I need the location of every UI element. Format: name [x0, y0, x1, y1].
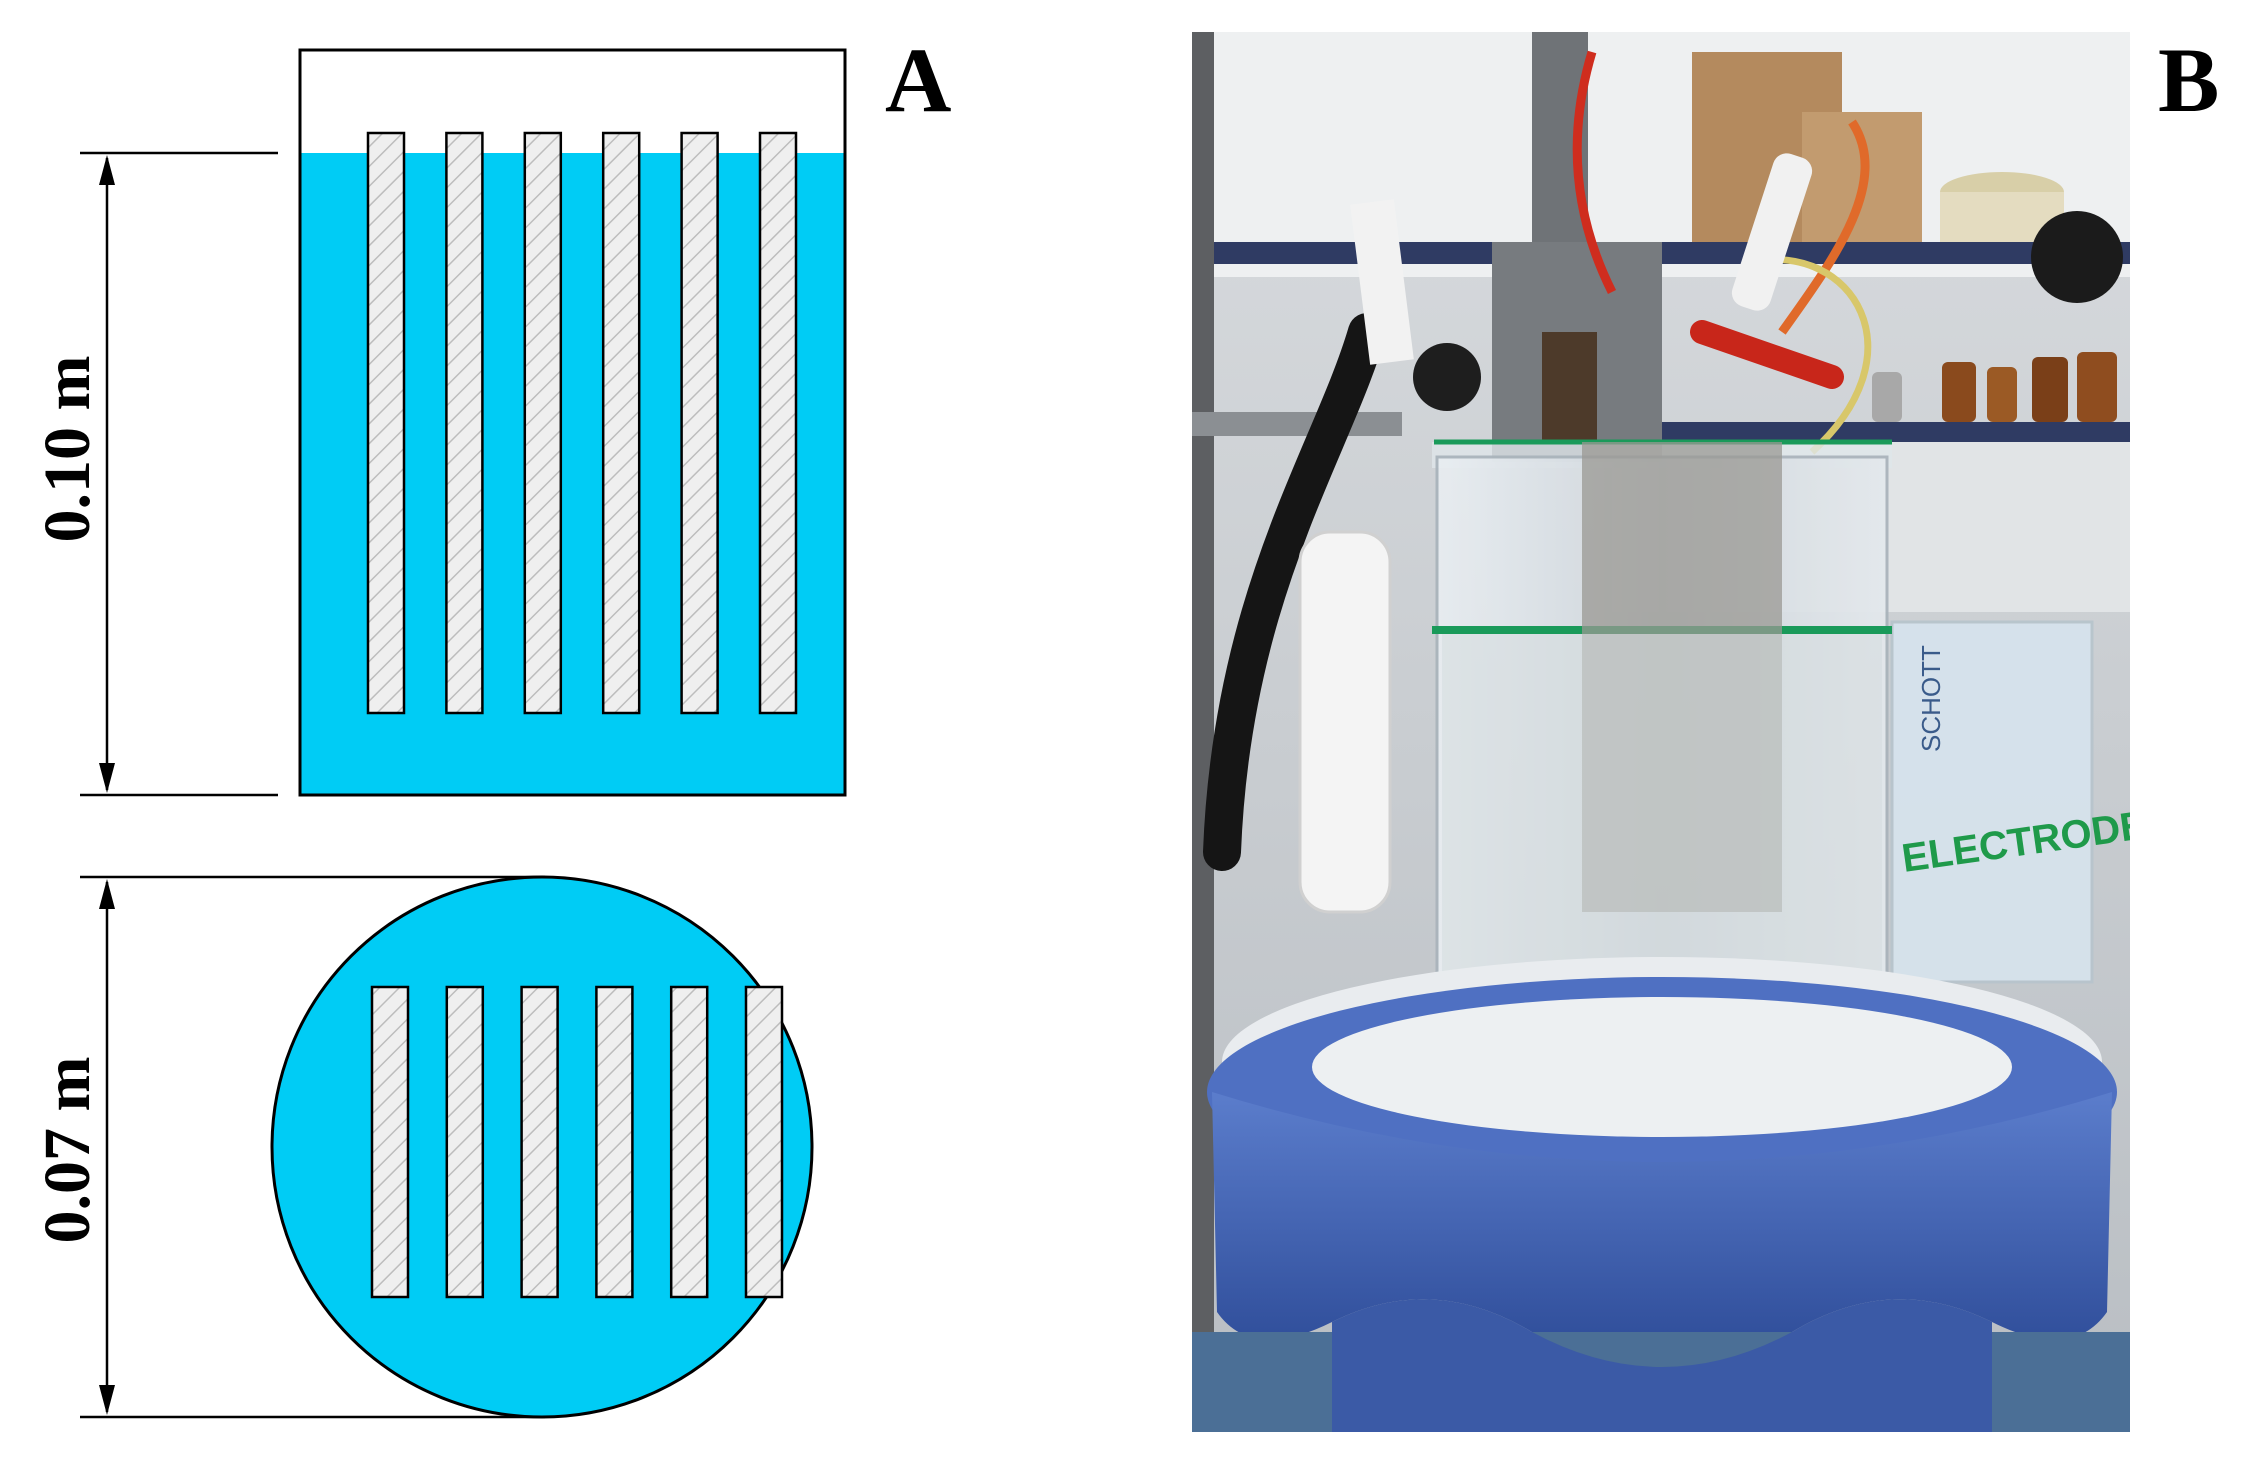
clamp-jaw	[1542, 332, 1597, 442]
electrode-side-4	[601, 131, 641, 715]
electrode-top-2	[445, 985, 485, 1299]
experimental-setup-photo: SCHOTT ELECTRODE	[1192, 32, 2130, 1432]
electrode-side-6	[758, 131, 798, 715]
orange-wire	[1778, 119, 1870, 335]
electrode-top-4	[595, 985, 634, 1299]
electrode-side-5	[680, 131, 719, 715]
electrode-beaker	[1890, 620, 2094, 984]
electrode-top-6	[744, 985, 784, 1299]
panel-b-label: B	[2158, 29, 2220, 131]
top-view	[270, 875, 814, 1419]
electrode-top-5	[669, 985, 709, 1299]
stand-rod	[1192, 32, 1214, 1432]
diameter-arrow-bottom	[99, 1385, 115, 1415]
electrochemical-cell-diagram	[80, 48, 847, 1419]
white-tape	[1350, 199, 1414, 365]
black-cable	[1203, 313, 1386, 871]
electrode-side-2	[445, 131, 484, 715]
red-wire	[1572, 50, 1617, 295]
height-arrow-top	[99, 155, 115, 185]
electrode-side-1	[366, 131, 406, 715]
electrode-top-3	[520, 985, 559, 1299]
side-view	[298, 48, 847, 797]
wash-bottle	[1298, 530, 1392, 914]
reagent-bottles	[1872, 352, 2117, 422]
beaker-brand-text: SCHOTT	[1916, 645, 1946, 752]
diameter-dimension-label: 0.07 m	[31, 1056, 104, 1244]
clamp-bar	[1192, 412, 1402, 436]
beaker-border	[298, 48, 847, 797]
height-dimension-label: 0.10 m	[31, 355, 104, 543]
yellow-wire	[1751, 256, 1872, 455]
clamp-knob	[1413, 343, 1481, 411]
electrode-side-3	[523, 131, 563, 715]
electrode-top-1	[370, 985, 410, 1299]
panel-a-label: A	[885, 29, 952, 131]
white-sleeve	[1731, 153, 1813, 311]
stirrer-plate-inner	[1312, 997, 2012, 1137]
stirrer-body	[1212, 1092, 2112, 1367]
height-dimension	[80, 151, 278, 797]
top-electrodes	[370, 985, 784, 1299]
diameter-arrow-top	[99, 879, 115, 909]
stirrer-feet	[1332, 1299, 1992, 1432]
side-electrodes	[366, 131, 798, 715]
red-clip	[1690, 320, 1844, 389]
shelf-mid	[1612, 422, 2130, 442]
height-arrow-bottom	[99, 763, 115, 793]
clamp-knob-2	[2031, 211, 2123, 303]
diameter-dimension	[80, 875, 545, 1419]
